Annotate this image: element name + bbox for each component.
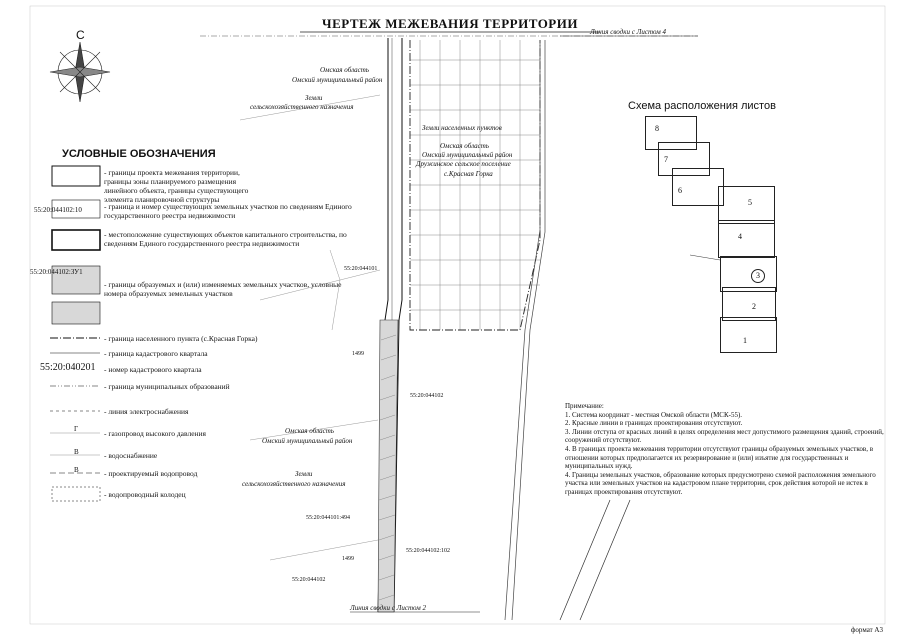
label-cad-4: 55:20:044102:102 <box>406 548 451 554</box>
legend-item-3: - местоположение существующих объектов к… <box>104 230 347 248</box>
legend-item-5: - граница населенного пункта (с.Красная … <box>104 334 258 343</box>
legend-title: УСЛОВНЫЕ ОБОЗНАЧЕНИЯ <box>62 148 216 160</box>
label-omsk-district-top: Омский муниципальный район <box>292 76 383 84</box>
legend-samples <box>50 165 101 502</box>
label-agri-bot-2: сельскохозяйственного назначения <box>242 480 346 488</box>
sheet-scheme-title: Схема расположения листов <box>628 100 776 112</box>
label-omsk-region-mid: Омская область <box>440 142 489 150</box>
legend-item-2: - граница и номер существующих земельных… <box>104 202 352 220</box>
sheet-7-label: 7 <box>664 155 668 164</box>
sheet-1-label: 1 <box>743 336 747 345</box>
legend-item-13: - водопроводный колодец <box>104 490 186 499</box>
sheet-1 <box>720 317 777 353</box>
legend-sample-7: 55:20:040201 <box>40 362 96 373</box>
legend-item-12: - проектируемый водопровод <box>104 469 198 478</box>
sheet-2 <box>722 287 776 321</box>
sheet-8 <box>645 116 697 150</box>
label-cad-6: 1499 <box>352 351 364 357</box>
label-cad-2: 55:20:044102 <box>410 393 444 399</box>
legend-sample-11: В <box>74 448 79 456</box>
label-cad-5: 55:20:044102 <box>292 577 326 583</box>
label-druzhino: Дружинское сельское поселение <box>416 160 511 168</box>
paper-format: формат А3 <box>850 626 883 634</box>
sheet-4 <box>718 220 775 258</box>
notes-block: Примечание: 1. Система координат - местн… <box>565 402 885 497</box>
label-agri-bot-1: Земли <box>295 470 313 478</box>
sheet-3-label: 3 <box>751 269 765 283</box>
note-3: 3. Линии отступа от красных линий в целя… <box>565 427 884 445</box>
sheet-2-label: 2 <box>752 302 756 311</box>
legend-item-8: - граница муниципальных образований <box>104 382 230 391</box>
label-omsk-region-top: Омская область <box>320 66 369 74</box>
settlement-blocks <box>410 40 540 330</box>
legend-sample-4: 55:20:044102:ЗУ1 <box>30 268 83 276</box>
legend-item-11: - водоснабжение <box>104 451 158 460</box>
sheet-5-label: 5 <box>748 198 752 207</box>
road-lines <box>504 40 631 621</box>
label-cad-1: 55:20:044101 <box>344 266 378 272</box>
north-label: С <box>76 28 85 42</box>
note-4: 4. В границах проекта межевания территор… <box>565 444 874 471</box>
label-agri-top-2: сельскохозяйственного назначения <box>250 103 354 111</box>
match-line-bottom-label: Линия сводки с Листом 2 <box>350 604 426 612</box>
label-krasnaya-gorka: с.Красная Горка <box>444 170 493 178</box>
compass-rose <box>49 41 111 103</box>
legend-sample-10: Г <box>74 425 79 433</box>
drawing-title: ЧЕРТЕЖ МЕЖЕВАНИЯ ТЕРРИТОРИИ <box>322 16 578 31</box>
label-omsk-district-bot: Омский муниципальный район <box>262 437 353 445</box>
legend-sample-12: В <box>74 466 79 474</box>
label-cad-7: 1499 <box>342 556 354 562</box>
sheet-5 <box>718 186 775 224</box>
note-2: 2. Красные линии в границах проектирован… <box>565 419 743 428</box>
sheet-6-label: 6 <box>678 186 682 195</box>
legend-item-7: - номер кадастрового квартала <box>104 365 202 374</box>
match-line-top-label: Линия сводки с Листом 4 <box>590 28 666 36</box>
legend-item-1: - границы проекта межевания территории, … <box>104 168 249 204</box>
sheet-6 <box>672 168 724 206</box>
legend-item-4: - границы образуемых и (или) изменяемых … <box>104 280 342 298</box>
note-1: 1. Система координат - местная Омской об… <box>565 410 743 419</box>
legend-item-6: - граница кадастрового квартала <box>104 349 208 358</box>
settlement-boundary <box>409 40 541 331</box>
legend-item-9: - линия электроснабжения <box>104 407 189 416</box>
label-omsk-region-bot: Омская область <box>285 427 334 435</box>
label-agri-top-1: Земли <box>305 94 323 102</box>
sheet-4-label: 4 <box>738 232 742 241</box>
note-5: 4. Границы земельных участков, образован… <box>565 470 876 496</box>
notes-title: Примечание: <box>565 402 604 410</box>
sheet-8-label: 8 <box>655 124 659 133</box>
label-omsk-district-mid: Омский муниципальный район <box>422 151 513 159</box>
label-cad-3: 55:20:044101:494 <box>306 515 351 521</box>
legend-item-10: - газопровод высокого давления <box>104 429 206 438</box>
sheet-3 <box>720 256 777 292</box>
label-settlement-lands: Земли населенных пунктов <box>422 124 502 132</box>
sheet-7 <box>658 142 710 176</box>
legend-sample-2: 55:20:044102:10 <box>34 206 82 214</box>
